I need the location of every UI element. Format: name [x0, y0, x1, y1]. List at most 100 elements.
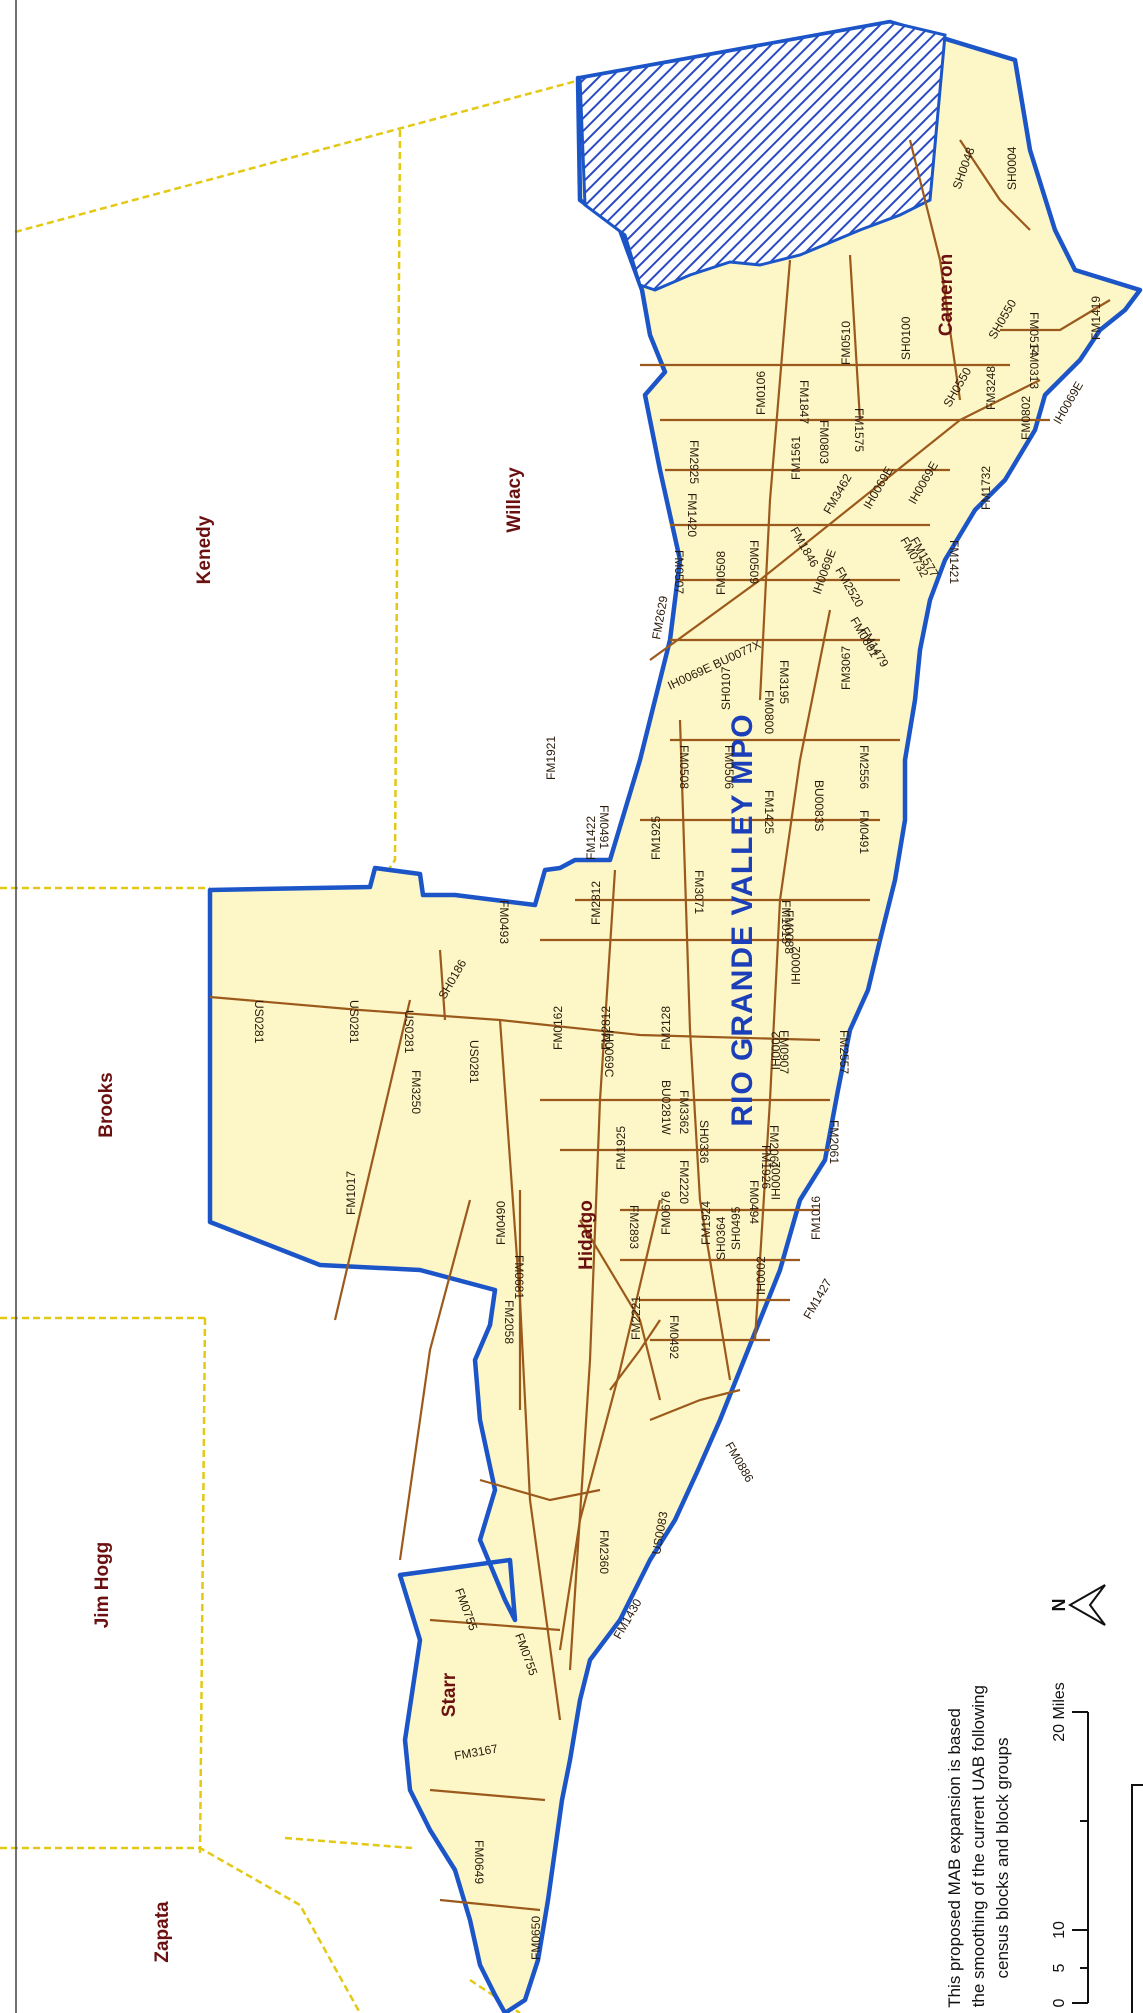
road-label: FM1427 [800, 1276, 834, 1321]
road-label: FM0907 [777, 1030, 791, 1074]
road-label: FM1732 [979, 466, 993, 510]
road-label: SH0100 [899, 316, 913, 360]
road-line [438, 949, 447, 1021]
road-label: FM1017 [344, 1171, 358, 1215]
road-label: FM0508 [714, 551, 728, 595]
road-line [1000, 299, 1111, 332]
road-label: FM2221 [629, 1296, 643, 1340]
road-label: FM1925 [614, 1126, 628, 1170]
note-line-2: on the smoothing of the current UAB foll… [969, 1685, 988, 2013]
road-label: FM3250 [409, 1070, 423, 1114]
road-line [429, 1788, 546, 1802]
note-line-1: This proposed MAB expansion is based [945, 1708, 964, 2008]
road-label: FM1926 [759, 1145, 773, 1189]
county-label-cameron: Cameron [936, 254, 957, 336]
road-label: FM1425 [762, 790, 776, 834]
road-label: FM0650 [529, 1916, 543, 1960]
county-line [14, 78, 581, 234]
road-label: IH0002 [769, 1161, 783, 1200]
road-label: FM2629 [649, 594, 670, 640]
note-line-3: census blocks and block groups [993, 1738, 1012, 1979]
road-line [558, 1199, 662, 1651]
road-label: FM1561 [789, 436, 803, 480]
road-label: FM3067 [839, 646, 853, 690]
road-label: SH0107 [719, 666, 733, 710]
scale-label-10: 10 [1051, 1921, 1068, 1939]
road-label: FM0493 [497, 900, 511, 944]
mab-expansion-area[interactable] [578, 20, 947, 292]
road-label: FM1422 [584, 816, 598, 860]
mpo-area[interactable] [207, 19, 1143, 2013]
road-label: FM1924 [699, 1201, 713, 1245]
road-label: FM2925 [687, 440, 701, 484]
scale-label-20-miles: 20 Miles [1051, 1682, 1068, 1742]
scale-label-5: 5 [1051, 1963, 1068, 1972]
road-label: FM2360 [597, 1530, 611, 1574]
road-label: IH0002 [789, 946, 803, 985]
road-label: FM1575 [852, 408, 866, 452]
county-label-willacy: Willacy [504, 467, 525, 533]
road-label: FM2812 [599, 1006, 613, 1050]
county-line [373, 129, 402, 891]
mpo-title: RIO GRANDE VALLEY MPO [726, 713, 759, 1126]
road-label: FM0507 [672, 550, 686, 594]
road-label: FM0491 [857, 810, 871, 854]
north-arrow: N [1049, 1584, 1106, 1626]
road-network [209, 139, 1111, 1912]
road-label: FM2061 [827, 1120, 841, 1164]
county-label-brooks: Brooks [96, 1072, 117, 1137]
road-label: US0281 [252, 1000, 266, 1044]
county-label-jim-hogg: Jim Hogg [92, 1542, 113, 1629]
road-label: SH0495 [729, 1206, 743, 1250]
road-label: FM0494 [747, 1180, 761, 1224]
road-label: FM0162 [551, 1006, 565, 1050]
road-label: SH0004 [1005, 146, 1019, 190]
road-label: FM0506 [722, 745, 736, 789]
scale-label-0: 0 [1051, 1998, 1068, 2007]
road-label: FM0106 [754, 371, 768, 415]
road-label: FM1420 [685, 493, 699, 537]
road-label: SH0364 [714, 1216, 728, 1260]
road-line [579, 1219, 662, 1401]
road-label: FM0490 [494, 1201, 508, 1245]
road-line [333, 999, 412, 1321]
road-line [479, 1478, 601, 1502]
road-label: IH0069C [602, 1030, 616, 1078]
road-label: FM2058 [502, 1300, 516, 1344]
road-label: FM0886 [722, 1440, 756, 1485]
road-line [498, 1019, 562, 1721]
road-label: FM1921 [544, 736, 558, 780]
road-label: FM0676 [659, 1191, 673, 1235]
north-arrow-icon [1067, 1584, 1106, 1626]
road-label: FM1016 [809, 1196, 823, 1240]
road-label: FM0800 [762, 690, 776, 734]
scale-labels: 0 5 10 20 Miles [1051, 1682, 1068, 2007]
road-label: FM3248 [984, 366, 998, 410]
road-label: BU0083S [812, 780, 826, 831]
road-line [398, 1199, 472, 1561]
road-label: BU0281W [659, 1080, 673, 1135]
road-label: FM0088 [782, 910, 796, 954]
county-label-zapata: Zapata [152, 1901, 173, 1963]
road-label: IH0002 [769, 1031, 783, 1070]
road-line [439, 1898, 541, 1912]
scale-bar [1072, 1711, 1089, 2004]
road-label: FM1015 [779, 900, 793, 944]
road-label: IH0002 [754, 1256, 768, 1295]
north-label: N [1049, 1599, 1069, 1612]
road-line [758, 259, 792, 701]
road-label: FM1421 [947, 540, 961, 584]
road-label: FM2556 [857, 745, 871, 789]
road-label: FM0510 [839, 321, 853, 365]
road-label: US0281 [402, 1010, 416, 1054]
road-line [908, 139, 962, 401]
county-line [198, 1317, 207, 1856]
county-line [0, 1846, 362, 2013]
road-label: US0281 [347, 1000, 361, 1044]
road-line [678, 719, 732, 1381]
road-label: FM2220 [677, 1160, 691, 1204]
road-label: FM3362 [677, 1090, 691, 1134]
road-label: FM0681 [512, 1255, 526, 1299]
legend-frame [1131, 1784, 1143, 2013]
